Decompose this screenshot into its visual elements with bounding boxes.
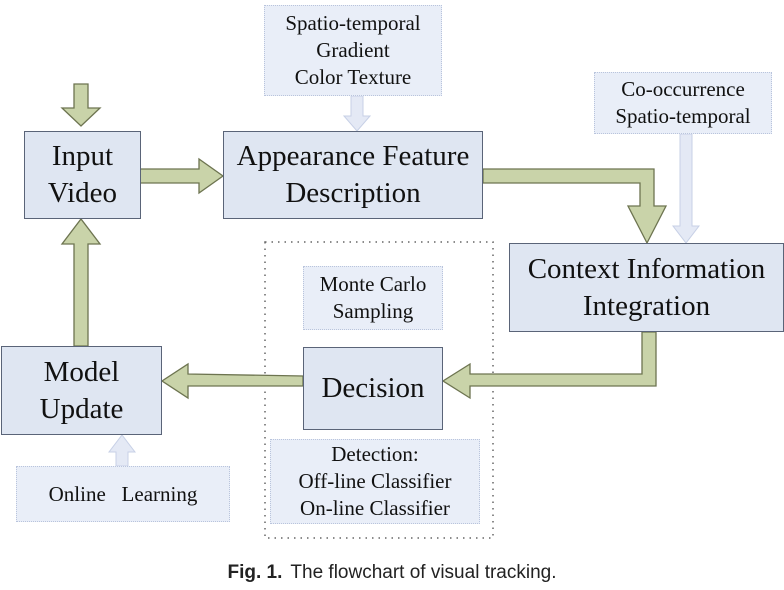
features-to-appearance-arrow — [342, 95, 372, 132]
detection-line-2: Off-line Classifier — [298, 469, 452, 493]
context-cues-to-context-arrow — [671, 133, 701, 244]
context-cues-line-1: Co-occurrence — [621, 77, 745, 101]
detection-line-1: Detection: — [331, 442, 419, 466]
features-note: Spatio-temporal Gradient Color Texture — [264, 5, 442, 96]
model-update-line-1: Model — [43, 355, 120, 388]
features-line-2: Gradient — [316, 38, 390, 62]
monte-carlo-line-1: Monte Carlo — [319, 272, 427, 296]
model-update-line-2: Update — [39, 392, 124, 425]
decision-to-model-update-arrow — [160, 362, 304, 400]
model-update-to-input-arrow — [60, 217, 102, 347]
features-line-1: Spatio-temporal — [285, 11, 421, 35]
caption-label: Fig. 1. — [227, 562, 283, 583]
context-line-2: Integration — [582, 289, 711, 322]
decision-module-frame — [264, 241, 494, 539]
decision-label: Decision — [321, 372, 425, 404]
input-to-appearance-arrow — [139, 157, 225, 195]
online-learning-label: Online Learning — [48, 481, 198, 506]
context-line-1: Context Information — [527, 252, 766, 285]
context-cues-line-2: Spatio-temporal — [615, 104, 751, 128]
input-video-line-2: Video — [47, 177, 118, 209]
detection-line-3: On-line Classifier — [300, 496, 450, 520]
monte-carlo-line-2: Sampling — [332, 299, 414, 323]
decision-box: Decision — [303, 347, 443, 430]
input-video-box: Input Video — [24, 131, 141, 219]
model-update-box: Model Update — [1, 346, 162, 435]
figure-caption: Fig. 1. The flowchart of visual tracking. — [0, 562, 784, 584]
context-integration-box: Context Information Integration — [509, 243, 784, 332]
detection-note: Detection: Off-line Classifier On-line C… — [270, 439, 480, 524]
context-cues-note: Co-occurrence Spatio-temporal — [594, 72, 772, 134]
context-to-decision-arrow — [441, 331, 657, 400]
monte-carlo-note: Monte Carlo Sampling — [303, 266, 443, 330]
source-to-input-arrow — [60, 83, 102, 127]
caption-text: The flowchart of visual tracking. — [290, 562, 557, 583]
appearance-to-context-arrow — [482, 168, 668, 245]
input-video-line-1: Input — [51, 140, 114, 172]
features-line-3: Color Texture — [294, 65, 412, 89]
learning-to-model-update-arrow — [107, 434, 137, 467]
appearance-feature-box: Appearance Feature Description — [223, 131, 483, 219]
appearance-line-1: Appearance Feature — [236, 140, 470, 172]
online-learning-note: Online Learning — [16, 466, 230, 522]
appearance-line-2: Description — [285, 177, 421, 209]
